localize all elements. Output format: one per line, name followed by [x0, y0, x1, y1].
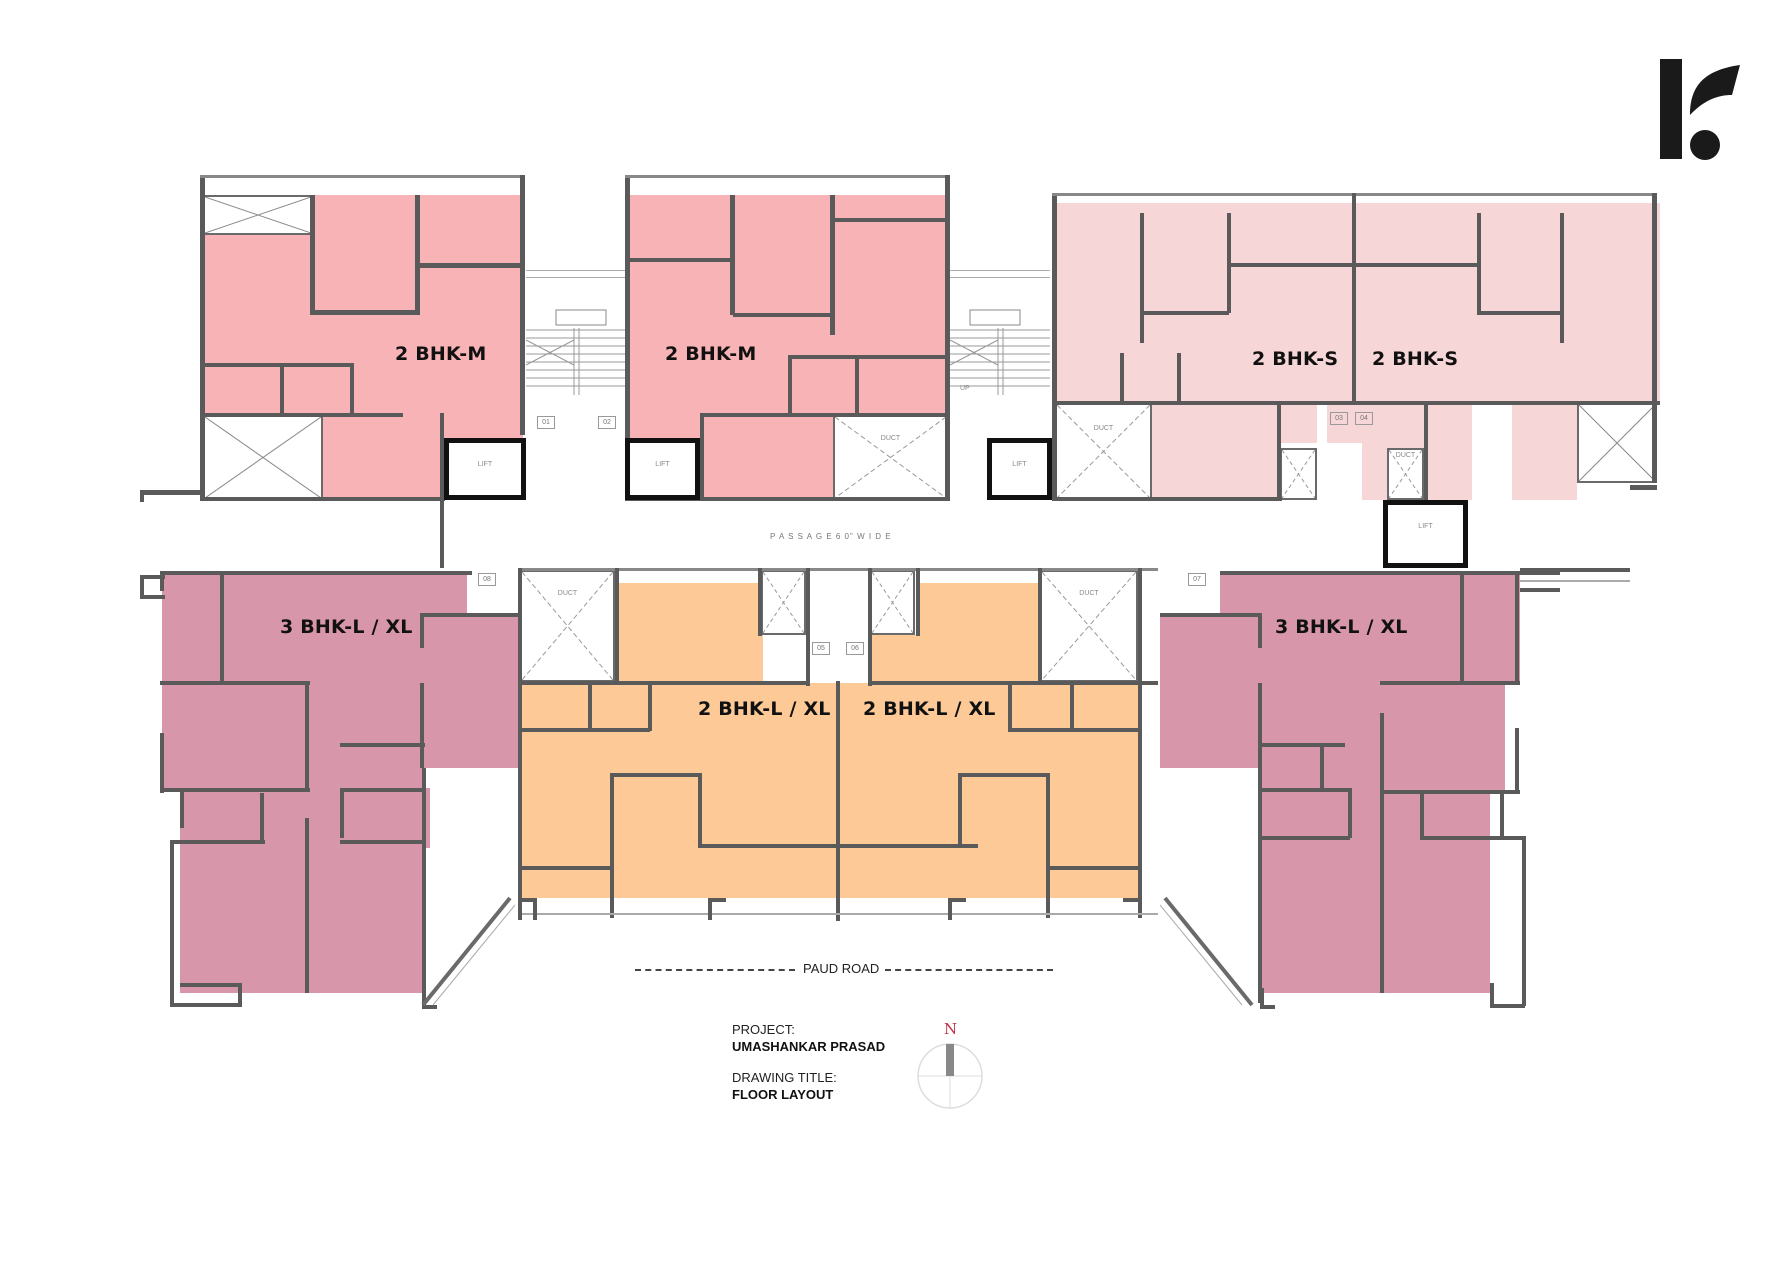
project-name: UMASHANKAR PRASAD: [732, 1039, 886, 1054]
drawing-name: FLOOR LAYOUT: [732, 1087, 834, 1102]
title-block: PROJECT: UMASHANKAR PRASAD DRAWING TITLE…: [732, 1022, 885, 1102]
angled-balcony-wall: [1160, 896, 1254, 1007]
road-label: PAUD ROAD: [803, 961, 880, 976]
unit-label: 2 BHK-L / XL: [863, 698, 996, 720]
toilet-2: [283, 365, 353, 415]
toilet-1: [203, 365, 283, 415]
balcony-void: [1577, 403, 1657, 483]
unit-label: 2 BHK-M: [665, 343, 757, 365]
bedroom-1: [203, 235, 313, 365]
unit-label: 3 BHK-L / XL: [280, 616, 413, 638]
duct-void: DUCT: [1055, 403, 1152, 500]
compass-icon: [917, 1043, 983, 1109]
unit-tag: 03: [1330, 412, 1348, 425]
balcony-top: [418, 195, 523, 265]
staircase-2: UP: [950, 270, 1050, 410]
unit-label: 2 BHK-S: [1252, 348, 1339, 370]
brand-logo: [1660, 55, 1740, 165]
duct-void: DUCT: [1387, 448, 1424, 500]
balcony-void: [203, 195, 313, 235]
project-caption: PROJECT:: [732, 1022, 795, 1037]
unit-2bhk-m-right[interactable]: DUCT 2 BHK-M: [625, 175, 950, 501]
duct-void: DUCT: [520, 570, 615, 682]
staircase-1: [526, 270, 626, 410]
unit-label: 2 BHK-L / XL: [698, 698, 831, 720]
unit-tag: 08: [478, 573, 496, 586]
duct-void: DUCT: [833, 415, 948, 500]
drawing-caption: DRAWING TITLE:: [732, 1070, 837, 1085]
stair-up-label: UP: [960, 385, 970, 392]
passage-label: P A S S A G E 6 0" W I D E: [770, 532, 892, 541]
lift: LIFT: [444, 438, 526, 500]
unit-pair-2bhk-lxl[interactable]: DUCT DUCT 2 BHK-L / XL 2 BHK-L: [518, 568, 1158, 923]
logo-icon: [1660, 59, 1740, 160]
unit-2bhk-m-left[interactable]: 2 BHK-M: [200, 175, 525, 501]
unit-tag: 04: [1355, 412, 1373, 425]
north-label: N: [944, 1020, 958, 1038]
duct-void: [761, 570, 806, 635]
unit-pair-2bhk-s[interactable]: DUCT DUCT 2 BHK-S 2 BHK-S: [1052, 193, 1660, 501]
lift: LIFT: [1383, 500, 1468, 568]
unit-tag: 07: [1188, 573, 1206, 586]
unit-tag: 06: [846, 642, 864, 655]
unit-label: 2 BHK-M: [395, 343, 487, 365]
duct-void: [870, 570, 915, 635]
lift: LIFT: [625, 438, 700, 500]
angled-balcony-wall: [421, 896, 515, 1007]
duct-void: [1280, 448, 1317, 500]
lift: LIFT: [987, 438, 1052, 500]
duct-void: [203, 415, 323, 500]
unit-tag: 01: [537, 416, 555, 429]
duct-void: DUCT: [1040, 570, 1138, 682]
unit-3bhk-lxl-right[interactable]: 3 BHK-L / XL: [1160, 568, 1560, 1009]
unit-tag: 02: [598, 416, 616, 429]
north-arrow: N: [915, 1020, 985, 1115]
unit-label: 3 BHK-L / XL: [1275, 616, 1408, 638]
kitchen: [323, 415, 443, 500]
unit-tag: 05: [812, 642, 830, 655]
road-marker: PAUD ROAD: [635, 960, 1055, 980]
unit-label: 2 BHK-S: [1372, 348, 1459, 370]
